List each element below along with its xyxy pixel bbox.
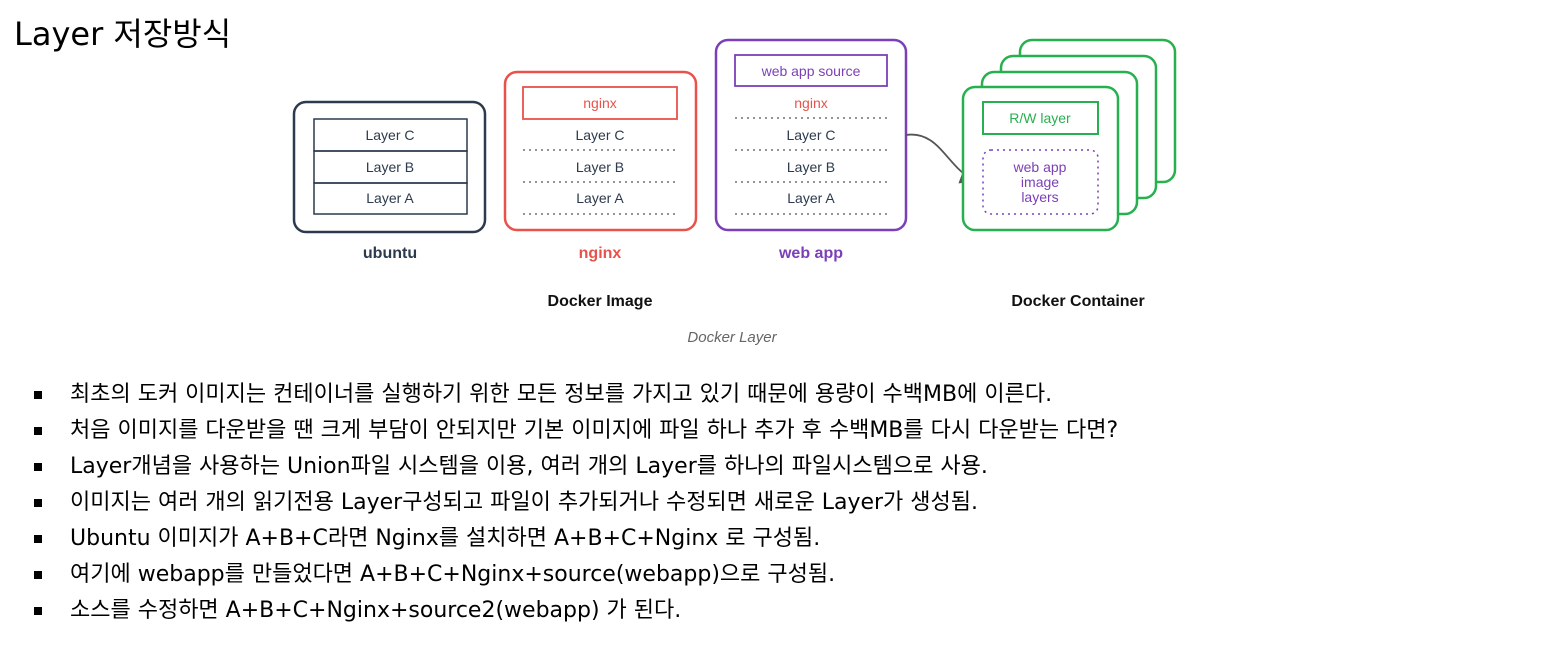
page-title: Layer 저장방식 [14, 15, 232, 53]
bullet-item: 소스를 수정하면 A+B+C+Nginx+source2(webapp) 가 된… [32, 593, 1118, 629]
webapp-top-layer: web app source [761, 63, 861, 79]
bullet-text: 이미지는 여러 개의 읽기전용 Layer구성되고 파일이 추가되거나 수정되면… [70, 490, 979, 515]
bullet-marker-icon [34, 607, 42, 615]
container-rw-layer: R/W layer [1009, 110, 1071, 126]
ubuntu-image-frame [292, 100, 487, 234]
ubuntu-label: ubuntu [363, 245, 417, 262]
bullet-marker-icon [34, 463, 42, 471]
nginx-top-layer-box [522, 86, 678, 120]
nginx-layer-b: Layer B [576, 159, 624, 175]
bullet-item: 처음 이미지를 다운받을 땐 크게 부담이 안되지만 기본 이미지에 파일 하나… [32, 413, 1118, 449]
ubuntu-layer-c: Layer C [365, 127, 414, 143]
container-rw-layer-box [982, 101, 1099, 135]
ubuntu-layer-a-box [313, 182, 468, 215]
bullet-item: 최초의 도커 이미지는 컨테이너를 실행하기 위한 모든 정보를 가지고 있기 … [32, 377, 1118, 413]
container-front [961, 85, 1120, 232]
bullet-marker-icon [34, 391, 42, 399]
nginx-image-frame [503, 70, 698, 232]
nginx-label: nginx [579, 245, 622, 262]
webapp-label: web app [778, 245, 843, 262]
bullet-text: Layer개념을 사용하는 Union파일 시스템을 이용, 여러 개의 Lay… [70, 454, 988, 479]
bullet-list: 최초의 도커 이미지는 컨테이너를 실행하기 위한 모든 정보를 가지고 있기 … [32, 377, 1118, 629]
docker-container-label: Docker Container [1011, 293, 1144, 310]
diagram-caption: Docker Layer [687, 329, 777, 346]
bullet-text: 여기에 webapp를 만들었다면 A+B+C+Nginx+source(web… [70, 562, 836, 587]
container-image-layers-line-1: web app [1013, 159, 1067, 175]
webapp-top-layer-box [734, 54, 888, 87]
ubuntu-layer-a: Layer A [366, 190, 414, 206]
bullet-item: Layer개념을 사용하는 Union파일 시스템을 이용, 여러 개의 Lay… [32, 449, 1118, 485]
bullet-marker-icon [34, 499, 42, 507]
bullet-item: 이미지는 여러 개의 읽기전용 Layer구성되고 파일이 추가되거나 수정되면… [32, 485, 1118, 521]
container-image-layers-box [982, 149, 1099, 215]
bullet-text: 최초의 도커 이미지는 컨테이너를 실행하기 위한 모든 정보를 가지고 있기 … [70, 382, 1053, 407]
bullet-text: 처음 이미지를 다운받을 땐 크게 부담이 안되지만 기본 이미지에 파일 하나… [70, 418, 1119, 443]
bullet-text: 소스를 수정하면 A+B+C+Nginx+source2(webapp) 가 된… [70, 598, 682, 623]
bullet-marker-icon [34, 535, 42, 543]
webapp-layer-c: Layer C [786, 127, 835, 143]
webapp-layer-nginx: nginx [794, 95, 827, 111]
nginx-top-layer: nginx [583, 95, 616, 111]
webapp-layer-a: Layer A [787, 190, 835, 206]
bullet-marker-icon [34, 571, 42, 579]
nginx-layer-a: Layer A [576, 190, 624, 206]
docker-image-label: Docker Image [548, 293, 653, 310]
container-image-layers-line-2: image [1021, 174, 1059, 190]
webapp-layer-b: Layer B [787, 159, 835, 175]
bullet-item: Ubuntu 이미지가 A+B+C라면 Nginx를 설치하면 A+B+C+Ng… [32, 521, 1118, 557]
docker-layer-diagram: Layer C Layer B Layer A ubuntu nginx Lay… [292, 38, 1177, 346]
ubuntu-layer-b: Layer B [366, 159, 414, 175]
bullet-item: 여기에 webapp를 만들었다면 A+B+C+Nginx+source(web… [32, 557, 1118, 593]
container-image-layers-line-3: layers [1021, 189, 1058, 205]
bullet-marker-icon [34, 427, 42, 435]
bullet-text: Ubuntu 이미지가 A+B+C라면 Nginx를 설치하면 A+B+C+Ng… [70, 526, 821, 551]
nginx-layer-c: Layer C [575, 127, 624, 143]
